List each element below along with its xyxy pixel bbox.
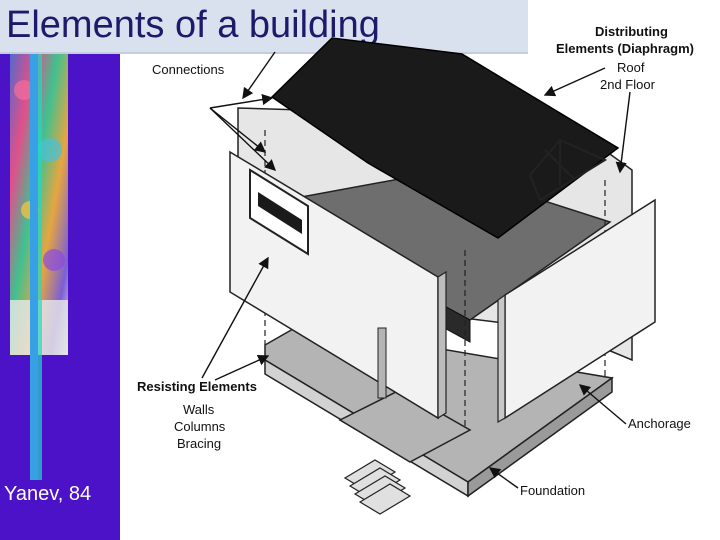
label-distributing-line2: Elements (Diaphragm) [556, 41, 694, 56]
label-second-floor: 2nd Floor [600, 77, 656, 92]
label-roof: Roof [617, 60, 645, 75]
credit-text: Yanev, 84 [4, 483, 92, 505]
leader-lines [201, 51, 631, 489]
label-distributing-line1: Distributing [595, 24, 668, 39]
label-anchorage: Anchorage [628, 416, 691, 431]
building-diagram: Distributing Elements (Diaphragm) Roof 2… [137, 24, 694, 515]
label-columns: Columns [174, 419, 226, 434]
label-walls: Walls [183, 402, 215, 417]
foundation-side [467, 376, 613, 498]
sidebar-stripe-highlight [38, 40, 42, 480]
label-bracing: Bracing [177, 436, 221, 451]
front-left-wall-edge [437, 270, 447, 420]
stairs-icon [343, 459, 412, 515]
slide-title: Elements of a building [6, 4, 380, 46]
decorative-sidebar: Yanev, 84 [0, 0, 120, 540]
title-band: Elements of a building [0, 0, 528, 54]
window-floor-slab [258, 192, 302, 234]
door-opening [377, 327, 387, 399]
front-right-wall-edge [497, 293, 506, 424]
roof-diaphragm [270, 37, 620, 239]
label-connections: Connections [152, 62, 225, 77]
label-resisting-elements: Resisting Elements [137, 379, 257, 394]
sidebar-stripe [30, 40, 38, 480]
foundation-extension [338, 389, 472, 463]
roof-truss [529, 138, 608, 202]
label-foundation: Foundation [520, 483, 585, 498]
